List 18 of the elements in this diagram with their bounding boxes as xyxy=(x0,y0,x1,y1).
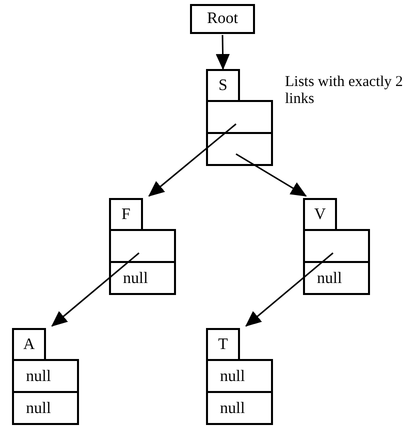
node-label: T xyxy=(217,337,229,353)
node-label: V xyxy=(313,207,327,223)
root-box: Root xyxy=(190,4,255,34)
arrow xyxy=(236,153,307,197)
null-value: null xyxy=(220,369,245,385)
arrow xyxy=(216,34,230,70)
null-value: null xyxy=(26,401,51,417)
null-value: null xyxy=(317,271,342,287)
node-label: F xyxy=(120,207,132,223)
null-value: null xyxy=(220,401,245,417)
arrow xyxy=(245,252,334,327)
arrow xyxy=(51,252,140,327)
arrow xyxy=(148,123,236,197)
null-value: null xyxy=(123,271,148,287)
node-label: S xyxy=(218,78,228,94)
node-label: A xyxy=(22,337,36,353)
annotation-text: Lists with exactly 2 links xyxy=(285,74,404,108)
null-value: null xyxy=(26,369,51,385)
